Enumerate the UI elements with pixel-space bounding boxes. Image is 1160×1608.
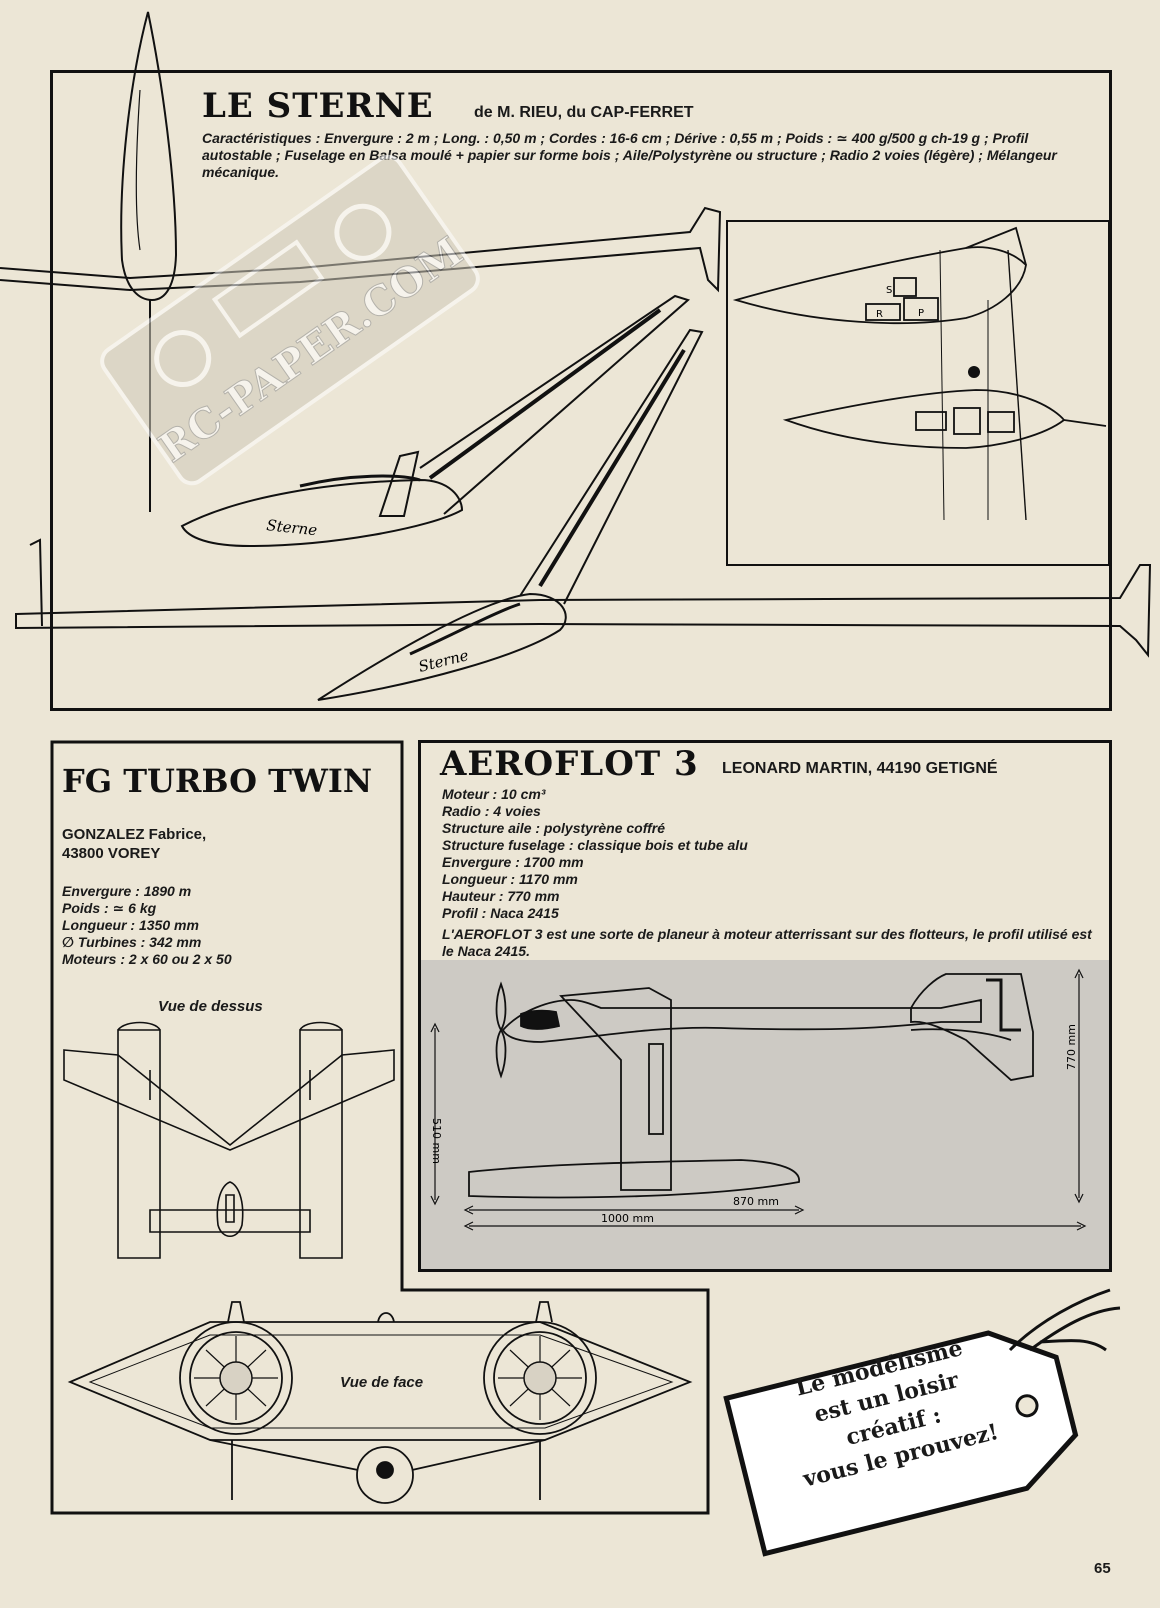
- page-number: 65: [1094, 1560, 1111, 1577]
- aeroflot-description: L'AEROFLOT 3 est une sorte de planeur à …: [442, 926, 1092, 959]
- aeroflot-spec-4: Envergure : 1700 mm: [442, 854, 584, 870]
- turbo-view-top-label: Vue de dessus: [158, 998, 263, 1015]
- sterne-fuselage-label: Sterne: [266, 516, 319, 539]
- aeroflot-spec-2: Structure aile : polystyrène coffré: [442, 820, 666, 836]
- sterne-inset: [726, 220, 1110, 566]
- aeroflot-spec-7: Profil : Naca 2415: [442, 905, 559, 921]
- watermark-stamp: RC-PAPER.COM: [100, 154, 480, 486]
- sterne-inset-drawing: S R P: [732, 226, 1107, 521]
- aeroflot-spec-3: Structure fuselage : classique bois et t…: [442, 837, 748, 853]
- turbo-spec-2: Longueur : 1350 mm: [62, 917, 199, 933]
- aeroflot-spec-1: Radio : 4 voies: [442, 803, 541, 819]
- sterne-author: de M. RIEU, du CAP-FERRET: [474, 104, 694, 121]
- turbo-spec-3: ∅ Turbines : 342 mm: [62, 934, 202, 950]
- turbo-spec-0: Envergure : 1890 m: [62, 883, 192, 899]
- aeroflot-dim-left: 510 mm: [430, 1118, 443, 1164]
- turbo-author-1: GONZALEZ Fabrice,: [62, 826, 207, 843]
- sterne-specs: Caractéristiques : Envergure : 2 m ; Lon…: [202, 130, 1057, 180]
- inset-label-s: S: [886, 285, 892, 296]
- aeroflot-dim-total: 1000 mm: [601, 1212, 654, 1225]
- aeroflot-drawing: 510 mm 770 mm 870 mm 1000 mm: [430, 968, 1087, 1231]
- aeroflot-author: LEONARD MARTIN, 44190 GETIGNÉ: [722, 760, 998, 777]
- aeroflot-title: AEROFLOT 3: [440, 744, 699, 784]
- aeroflot-dim-float: 870 mm: [733, 1195, 779, 1208]
- aeroflot-section: [418, 740, 1112, 1272]
- sterne-title: LE STERNE: [202, 86, 434, 126]
- turbo-spec-4: Moteurs : 2 x 60 ou 2 x 50: [62, 951, 232, 967]
- aeroflot-spec-0: Moteur : 10 cm³: [442, 786, 546, 802]
- aeroflot-spec-6: Hauteur : 770 mm: [442, 888, 560, 904]
- turbo-spec-1: Poids : ≃ 6 kg: [62, 900, 157, 916]
- sterne-section: [50, 70, 1112, 711]
- promo-tag: [723, 1288, 1121, 1557]
- inset-label-r: R: [876, 309, 883, 320]
- aeroflot-spec-5: Longueur : 1170 mm: [442, 871, 578, 887]
- aeroflot-dim-right: 770 mm: [1065, 1024, 1078, 1070]
- turbo-title: FG TURBO TWIN: [62, 762, 373, 800]
- inset-label-p: P: [918, 308, 924, 319]
- turbo-author-2: 43800 VOREY: [62, 845, 161, 862]
- turbo-view-front-label: Vue de face: [340, 1374, 424, 1391]
